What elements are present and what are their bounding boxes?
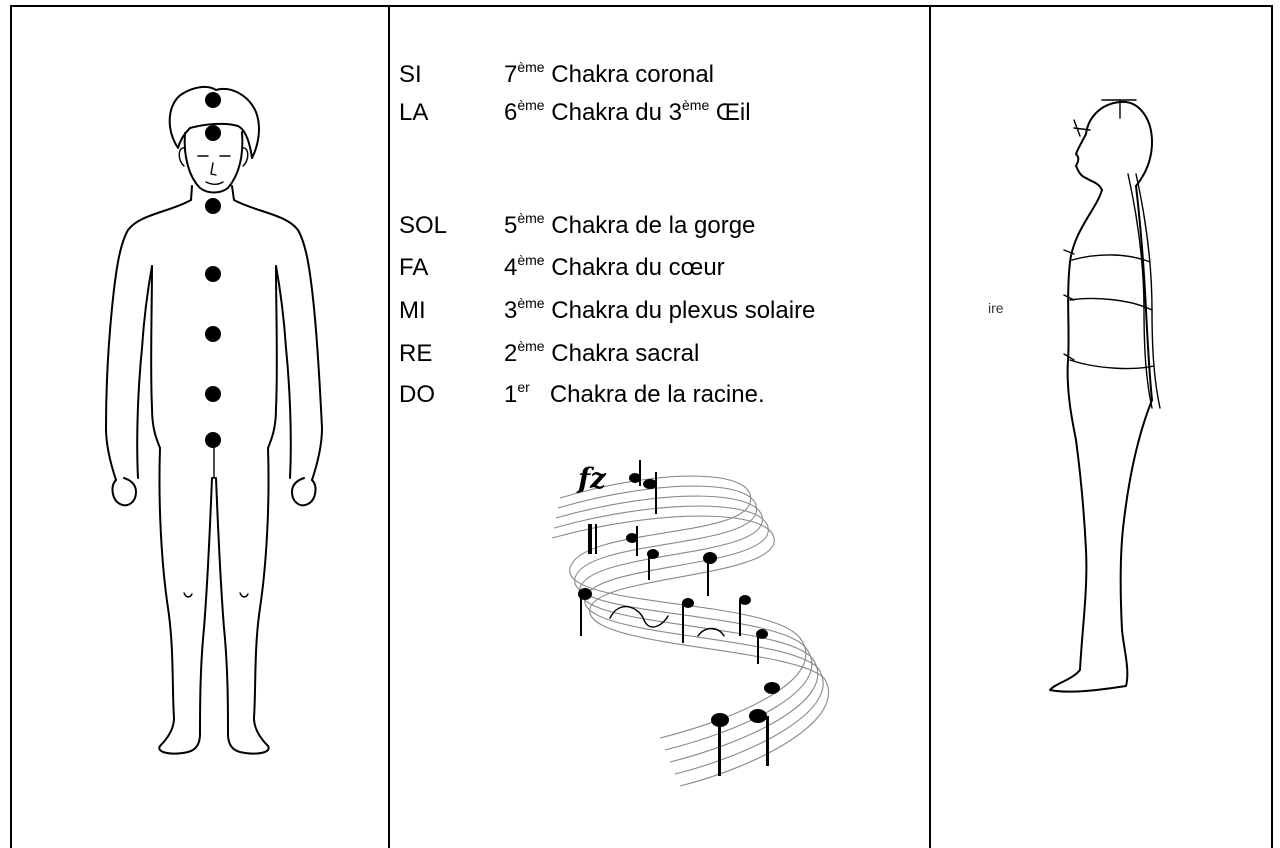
column-divider-2 xyxy=(929,5,931,848)
note-label: RE xyxy=(399,336,432,372)
chakra-row-mi: MI 3ème Chakra du plexus solaire xyxy=(399,293,919,329)
note-label: MI xyxy=(399,293,426,329)
note-label: FA xyxy=(399,250,428,286)
chakra-row-si: SI 7ème Chakra coronal xyxy=(399,57,919,93)
notes xyxy=(578,460,780,776)
note-label: DO xyxy=(399,377,435,413)
chakra-row-re: RE 2ème Chakra sacral xyxy=(399,336,919,372)
chakra-row-sol: SOL 5ème Chakra de la gorge xyxy=(399,208,919,244)
column-divider-1 xyxy=(388,5,390,848)
music-score-illustration: fz xyxy=(540,458,840,818)
chakra-row-fa: FA 4ème Chakra du cœur xyxy=(399,250,919,286)
chakra-dot-third-eye xyxy=(205,125,221,141)
chakra-description: 7ème Chakra coronal xyxy=(504,57,714,95)
chakra-dot-crown xyxy=(205,92,221,108)
chakra-row-la: LA 6ème Chakra du 3ème Œil xyxy=(399,95,919,131)
chakra-description: 5ème Chakra de la gorge xyxy=(504,208,755,246)
dynamic-marking: fz xyxy=(576,462,607,495)
chakra-description: 4ème Chakra du cœur xyxy=(504,250,725,288)
chakra-description: 2ème Chakra sacral xyxy=(504,336,699,374)
front-body-figure xyxy=(20,8,380,848)
chakra-dot-throat xyxy=(205,198,221,214)
chakra-dot-solar-plexus xyxy=(205,326,221,342)
chakra-row-do: DO 1er Chakra de la racine. xyxy=(399,377,919,413)
side-body-figure xyxy=(1040,90,1200,710)
chakra-description: 3ème Chakra du plexus solaire xyxy=(504,293,815,331)
table-border-left xyxy=(10,5,12,848)
note-label: SOL xyxy=(399,208,447,244)
cropped-label: ire xyxy=(988,300,1004,316)
chakra-description: 6ème Chakra du 3ème Œil xyxy=(504,95,751,133)
table-border-right xyxy=(1271,5,1273,848)
chakra-dot-sacral xyxy=(205,386,221,402)
table-border-top xyxy=(10,5,1273,7)
chakra-dot-heart xyxy=(205,266,221,282)
note-label: SI xyxy=(399,57,422,93)
chakra-dot-root xyxy=(205,432,221,448)
staff-lines xyxy=(552,476,829,786)
chakra-description: 1er Chakra de la racine. xyxy=(504,377,765,415)
note-label: LA xyxy=(399,95,428,131)
